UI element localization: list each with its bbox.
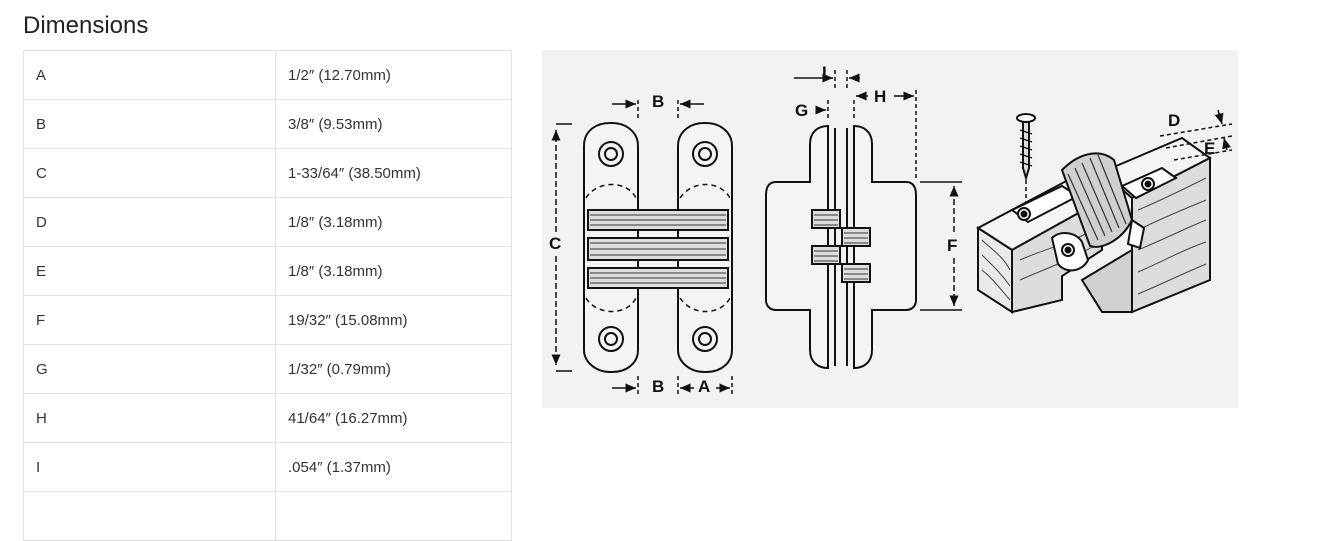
dimension-value: .054″ (1.37mm) <box>275 442 512 492</box>
dimension-value: 1/32″ (0.79mm) <box>275 344 512 394</box>
table-row: A 1/2″ (12.70mm) <box>23 50 512 100</box>
dimension-key: A <box>23 50 276 100</box>
dimension-key: C <box>23 148 276 198</box>
table-row <box>23 491 512 541</box>
dimension-value: 1/8″ (3.18mm) <box>275 246 512 296</box>
label-d: D <box>1168 111 1180 130</box>
screw-icon <box>1016 113 1036 208</box>
hinge-dimension-diagram: C B B A <box>542 50 1238 408</box>
label-c: C <box>549 234 561 253</box>
table-row: D 1/8″ (3.18mm) <box>23 197 512 247</box>
section-title: Dimensions <box>23 12 149 39</box>
dimensions-table: A 1/2″ (12.70mm) B 3/8″ (9.53mm) C 1-33/… <box>23 50 512 541</box>
label-b-top: B <box>652 92 664 111</box>
dimension-value: 19/32″ (15.08mm) <box>275 295 512 345</box>
table-row: I .054″ (1.37mm) <box>23 442 512 492</box>
dimension-key <box>23 491 276 541</box>
label-f: F <box>947 236 957 255</box>
side-view-dimension-lines <box>794 70 962 311</box>
front-view-dimension-lines <box>551 99 733 396</box>
label-i: I <box>822 63 827 82</box>
table-row: C 1-33/64″ (38.50mm) <box>23 148 512 198</box>
dimension-key: D <box>23 197 276 247</box>
dimension-key: F <box>23 295 276 345</box>
dimension-key: H <box>23 393 276 443</box>
table-row: B 3/8″ (9.53mm) <box>23 99 512 149</box>
label-h: H <box>874 87 886 106</box>
dimension-key: I <box>23 442 276 492</box>
table-row: F 19/32″ (15.08mm) <box>23 295 512 345</box>
dimension-value: 1/2″ (12.70mm) <box>275 50 512 100</box>
hinge-front-view <box>583 122 733 373</box>
table-row: G 1/32″ (0.79mm) <box>23 344 512 394</box>
hinge-side-view <box>765 124 917 370</box>
dimension-value: 1-33/64″ (38.50mm) <box>275 148 512 198</box>
dimension-value: 1/8″ (3.18mm) <box>275 197 512 247</box>
label-g: G <box>795 101 808 120</box>
table-row: E 1/8″ (3.18mm) <box>23 246 512 296</box>
label-e: E <box>1204 139 1215 158</box>
dimension-value: 3/8″ (9.53mm) <box>275 99 512 149</box>
installed-view-dimension-lines <box>1159 109 1233 161</box>
dimension-key: E <box>23 246 276 296</box>
table-row: H 41/64″ (16.27mm) <box>23 393 512 443</box>
dimension-value: 41/64″ (16.27mm) <box>275 393 512 443</box>
label-a: A <box>698 377 710 396</box>
label-b-bottom: B <box>652 377 664 396</box>
dimension-value <box>275 491 512 541</box>
hinge-installed-view <box>976 113 1212 314</box>
dimension-key: B <box>23 99 276 149</box>
dimension-key: G <box>23 344 276 394</box>
